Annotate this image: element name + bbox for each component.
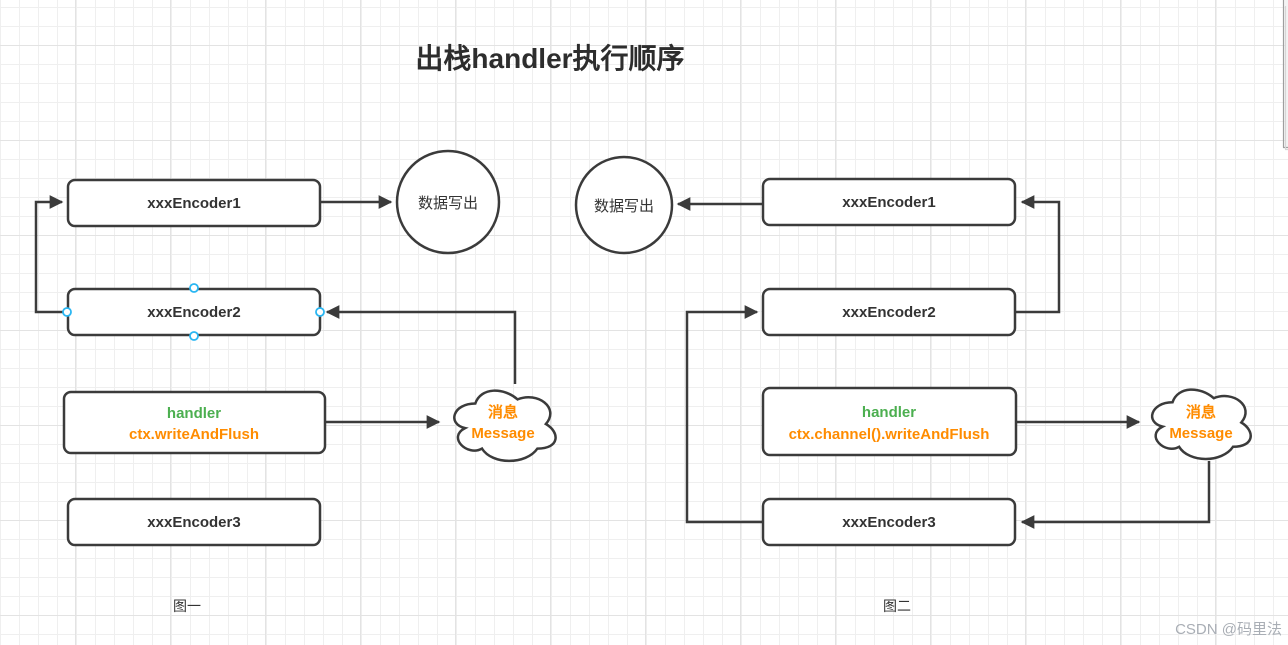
figure2: 数据写出 xxxEncoder1 xxxEncoder2 handler ctx… [574, 155, 1252, 614]
f2-encoder3-label: xxxEncoder3 [842, 514, 935, 531]
f1-cloud-label-en: Message [471, 425, 534, 442]
f2-cloud-label-en: Message [1169, 425, 1232, 442]
f2-encoder3-box[interactable]: xxxEncoder3 [761, 497, 1017, 547]
edge-f2-encoder3-to-encoder2[interactable] [685, 305, 762, 524]
f2-message-cloud[interactable]: 消息 Message [1150, 388, 1252, 461]
diagram-title[interactable]: 出栈handler执行顺序 [415, 42, 684, 74]
f2-encoder1-box[interactable]: xxxEncoder1 [761, 177, 1017, 227]
f1-handler-name: handler [167, 405, 221, 422]
f2-encoder1-label: xxxEncoder1 [842, 194, 935, 211]
f2-output-circle[interactable]: 数据写出 [574, 155, 674, 255]
f1-output-circle[interactable]: 数据写出 [395, 149, 501, 255]
selection-anchor-right[interactable] [315, 307, 325, 317]
f1-handler-box[interactable]: handler ctx.writeAndFlush [62, 390, 327, 455]
watermark: CSDN @码里法 [1175, 621, 1282, 638]
selection-anchor-bottom[interactable] [189, 331, 199, 341]
f2-handler-box[interactable]: handler ctx.channel().writeAndFlush [761, 386, 1018, 457]
f1-caption[interactable]: 图一 [173, 598, 201, 614]
f2-caption[interactable]: 图二 [883, 598, 911, 614]
f1-message-cloud[interactable]: 消息 Message [453, 389, 557, 462]
f2-handler-name: handler [862, 404, 916, 421]
page-boundary [1282, 0, 1288, 151]
f1-handler-call: ctx.writeAndFlush [129, 426, 259, 443]
f2-encoder2-label: xxxEncoder2 [842, 304, 935, 321]
selection-anchor-top[interactable] [189, 283, 199, 293]
edge-f2-encoder2-to-encoder1[interactable] [1016, 195, 1061, 314]
f2-output-label: 数据写出 [594, 198, 654, 215]
f1-encoder3-label: xxxEncoder3 [147, 514, 240, 531]
f1-encoder2-label: xxxEncoder2 [147, 304, 240, 321]
f2-encoder2-box[interactable]: xxxEncoder2 [761, 287, 1017, 337]
edge-f1-encoder2-to-encoder1[interactable] [34, 195, 68, 314]
figure1: xxxEncoder1 数据写出 xxxEncoder2 handler ctx… [34, 149, 557, 614]
edge-f2-message-to-encoder3[interactable] [1020, 461, 1211, 529]
selection-anchor-left[interactable] [62, 307, 72, 317]
f1-encoder2-box[interactable]: xxxEncoder2 [62, 283, 325, 341]
f1-encoder3-box[interactable]: xxxEncoder3 [66, 497, 322, 547]
f1-output-label: 数据写出 [418, 195, 478, 212]
edge-f1-message-to-encoder2[interactable] [325, 305, 517, 384]
f2-cloud-label-cn: 消息 [1186, 403, 1216, 421]
f2-handler-call: ctx.channel().writeAndFlush [789, 426, 990, 443]
f1-encoder1-label: xxxEncoder1 [147, 195, 240, 212]
f1-cloud-label-cn: 消息 [488, 403, 518, 421]
f1-encoder1-box[interactable]: xxxEncoder1 [66, 178, 322, 228]
